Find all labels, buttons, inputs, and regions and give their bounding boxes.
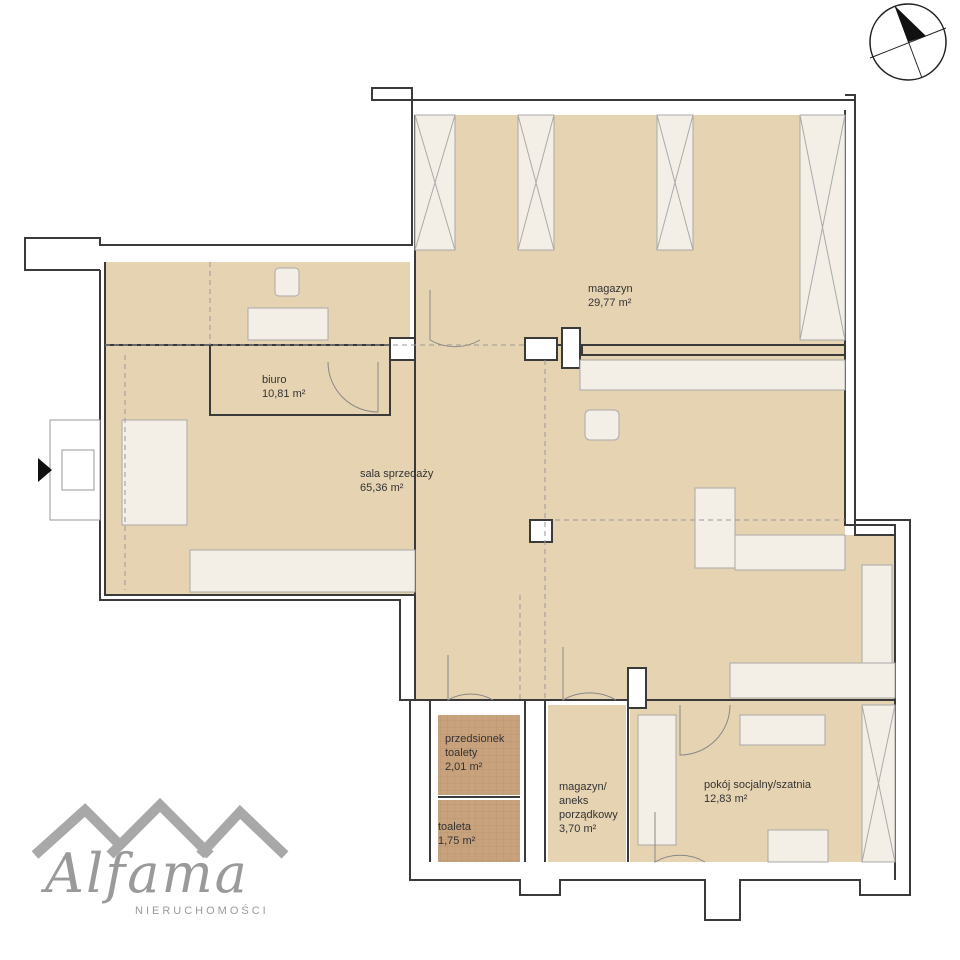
room-area: 2,01 m² (445, 761, 483, 773)
room-label-aneks: magazyn/ aneks porządkowy 3,70 m² (559, 780, 629, 836)
room-name: pokój socjalny/szatnia (704, 779, 812, 791)
floor-magazyn (415, 115, 845, 347)
room-label-biuro: biuro 10,81 m² (262, 373, 305, 401)
columns (389, 327, 647, 709)
room-name: toaleta (438, 821, 472, 833)
room-label-magazyn: magazyn 29,77 m² (588, 282, 633, 310)
room-label-sala: sala sprzedaży 65,36 m² (360, 467, 433, 495)
room-area: 65,36 m² (360, 482, 404, 494)
room-label-toaleta: toaleta 1,75 m² (438, 820, 475, 848)
entrance (38, 419, 101, 521)
logo-roofs (31, 797, 289, 859)
logo-subtitle: NIERUCHOMOŚCI (135, 905, 269, 917)
room-area: 3,70 m² (559, 823, 597, 835)
floor-aneks (548, 705, 626, 862)
room-name: przedsionek toalety (445, 733, 505, 759)
room-area: 29,77 m² (588, 297, 632, 309)
room-area: 12,83 m² (704, 793, 748, 805)
room-area: 10,81 m² (262, 388, 306, 400)
room-label-socjalny: pokój socjalny/szatnia 12,83 m² (704, 778, 811, 806)
floor-toaleta (438, 800, 520, 862)
dashed-lines (105, 262, 845, 700)
shelving (121, 114, 896, 863)
walls (24, 87, 911, 921)
doors (327, 290, 731, 863)
room-name: biuro (262, 374, 287, 386)
north-arrow-icon (869, 3, 947, 81)
room-name: sala sprzedaży (360, 468, 434, 480)
floor-przedsionek (438, 715, 520, 795)
room-name: magazyn/ aneks porządkowy (559, 781, 618, 821)
room-area: 1,75 m² (438, 835, 476, 847)
logo-name: Alfama (45, 842, 249, 905)
room-label-przedsionek: przedsionek toalety 2,01 m² (445, 732, 525, 774)
entrance-arrow-icon (38, 458, 52, 482)
room-name: magazyn (588, 283, 633, 295)
